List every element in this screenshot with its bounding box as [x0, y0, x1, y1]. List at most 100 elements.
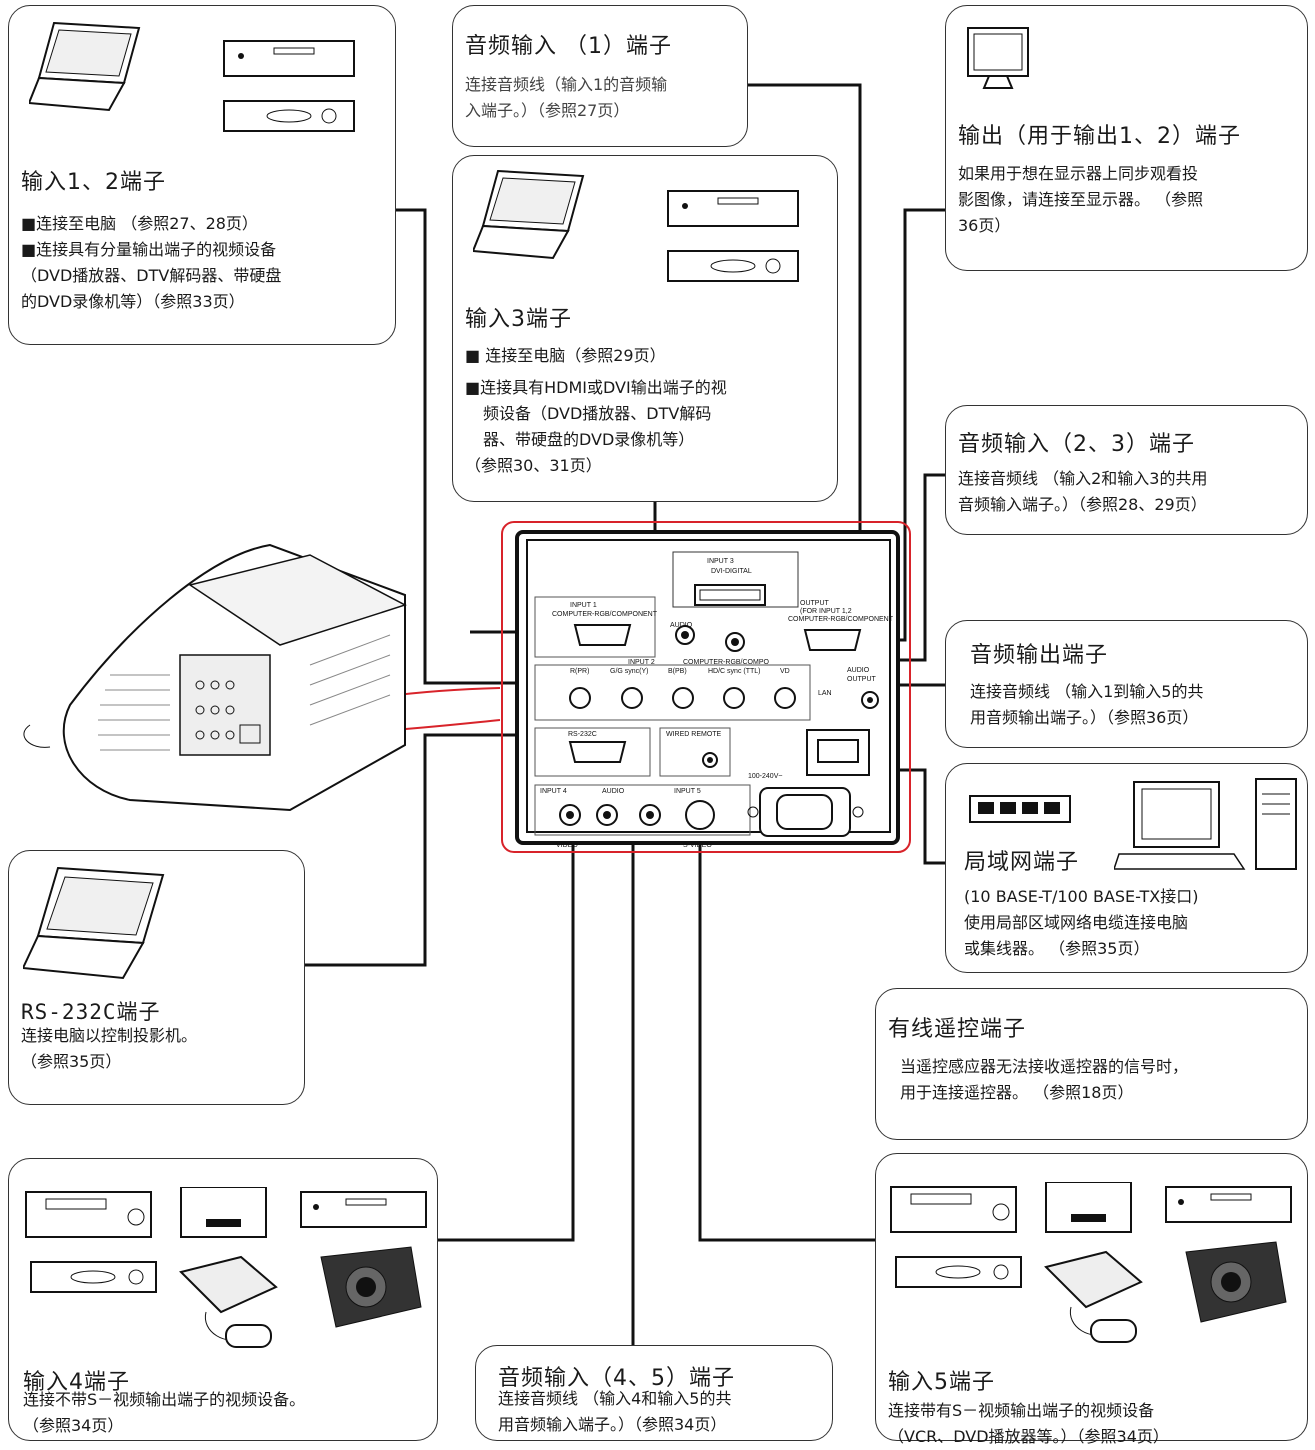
- box-wired-remote-line-1: 用于连接遥控器。 （参照18页）: [900, 1083, 1134, 1102]
- box-audio-in1-body: 连接音频线（输入1的音频输 入端子。）（参照27页）: [465, 72, 745, 124]
- box-audio-out-body: 连接音频线 （输入1到输入5的共 用音频输出端子。）（参照36页）: [970, 679, 1305, 731]
- laptop-icon: [23, 866, 165, 980]
- desktop-computer-icon: [1114, 778, 1297, 870]
- wire-input5: [698, 830, 875, 1242]
- box-audio-in23: 音频输入（2、3）端子 连接音频线 （输入2和输入3的共用 音频输入端子。）（参…: [945, 405, 1308, 535]
- box-input3-line-4: （参照30、31页）: [465, 456, 602, 475]
- box-input12-line-0: ■连接至电脑 （参照27、28页）: [21, 214, 258, 233]
- laptop-icon: [473, 169, 585, 260]
- box-audio-out-title: 音频输出端子: [970, 643, 1109, 668]
- panel-r-label: R(PR): [570, 668, 590, 675]
- box-wired-remote-title: 有线遥控端子: [888, 1017, 1027, 1042]
- panel-highlight-frame: [501, 521, 911, 853]
- panel-hd-label: HD/C sync (TTL): [708, 668, 761, 675]
- panel-svideo-label: S-VIDEO: [683, 842, 712, 849]
- box-lan-title: 局域网端子: [964, 850, 1080, 875]
- box-rs232c-title: RS-232C端子: [21, 1000, 161, 1024]
- box-input12: 输入1、2端子 ■连接至电脑 （参照27、28页） ■连接具有分量输出端子的视频…: [8, 5, 396, 345]
- box-output-line-1: 影图像，请连接至显示器。 （参照: [958, 190, 1204, 209]
- box-audio-in45: 音频输入（4、5）端子 连接音频线 （输入4和输入5的共 用音频输入端子。）（参…: [475, 1345, 833, 1441]
- box-output-line-0: 如果用于想在显示器上同步观看投: [958, 164, 1199, 183]
- panel-comprgb-label: COMPUTER-RGB/COMPONENT: [552, 611, 657, 618]
- panel-audio-label: AUDIO: [670, 622, 693, 629]
- box-input4: 输入4端子 连接不带S－视频输出端子的视频设备。 （参照34页）: [8, 1158, 438, 1441]
- panel-g-label: G/G sync(Y): [610, 668, 649, 675]
- box-audio-in23-line-0: 连接音频线 （输入2和输入3的共用: [958, 469, 1208, 488]
- dvd-player-icon: [223, 40, 355, 132]
- panel-vd-label: VD: [780, 668, 790, 675]
- box-audio-in45-line-1: 用音频输入端子。）（参照34页）: [498, 1415, 727, 1434]
- box-input3-body: ■ 连接至电脑（参照29页） ■连接具有HDMI或DVI输出端子的视 频设备（D…: [465, 343, 833, 479]
- panel-b-label: B(PB): [668, 668, 687, 675]
- box-input5-title: 输入5端子: [888, 1370, 995, 1395]
- video-devices-illustration: [25, 1187, 427, 1348]
- box-audio-in45-title: 音频输入（4、5）端子: [498, 1366, 735, 1391]
- laptop-icon: [29, 21, 141, 112]
- box-audio-in23-line-1: 音频输入端子。）（参照28、29页）: [958, 495, 1207, 514]
- panel-input3-label: INPUT 3: [707, 558, 734, 565]
- panel-dvi-label: DVI-DIGITAL: [711, 568, 752, 575]
- box-lan-line-1: 使用局部区域网络电缆连接电脑: [964, 913, 1189, 932]
- box-input12-line-1: ■连接具有分量输出端子的视频设备: [21, 240, 277, 259]
- box-rs232c-line-1: （参照35页）: [21, 1052, 122, 1071]
- projector-illustration: [23, 543, 407, 812]
- box-output-body: 如果用于想在显示器上同步观看投 影图像，请连接至显示器。 （参照 36页）: [958, 161, 1303, 239]
- box-audio-in23-body: 连接音频线 （输入2和输入3的共用 音频输入端子。）（参照28、29页）: [958, 466, 1303, 518]
- box-wired-remote-line-0: 当遥控感应器无法接收遥控器的信号时，: [900, 1057, 1189, 1076]
- wire-input4: [438, 830, 575, 1242]
- box-lan-line-0: (10 BASE-T/100 BASE-TX接口): [964, 887, 1199, 906]
- wire-rs232c: [305, 733, 560, 967]
- box-lan-body: (10 BASE-T/100 BASE-TX接口) 使用局部区域网络电缆连接电脑…: [964, 884, 1304, 962]
- box-input4-line-0: 连接不带S－视频输出端子的视频设备。: [23, 1390, 306, 1409]
- panel-audioout-label: AUDIO: [847, 667, 870, 674]
- box-audio-in1: 音频输入 （1）端子 连接音频线（输入1的音频输 入端子。）（参照27页）: [452, 5, 748, 147]
- box-rs232c-body: 连接电脑以控制投影机。 （参照35页）: [21, 1023, 301, 1075]
- box-rs232c: RS-232C端子 连接电脑以控制投影机。 （参照35页）: [8, 850, 305, 1105]
- hub-icon: [969, 795, 1071, 823]
- box-audio-in1-title: 音频输入 （1）端子: [465, 34, 672, 59]
- box-input3-line-1: ■连接具有HDMI或DVI输出端子的视: [465, 378, 727, 397]
- video-devices-illustration: [890, 1182, 1292, 1343]
- panel-comprgb2-label: COMPUTER-RGB/COMPONENT: [788, 616, 893, 623]
- box-output: 输出（用于输出1、2）端子 如果用于想在显示器上同步观看投 影图像，请连接至显示…: [945, 5, 1308, 271]
- box-input3: 输入3端子 ■ 连接至电脑（参照29页） ■连接具有HDMI或DVI输出端子的视…: [452, 155, 838, 502]
- box-input5-body: 连接带有S－视频输出端子的视频设备 （VCR、DVD播放器等。）（参照34页）: [888, 1398, 1303, 1450]
- box-lan-line-2: 或集线器。 （参照35页）: [964, 939, 1150, 958]
- box-audio-out-line-1: 用音频输出端子。）（参照36页）: [970, 708, 1199, 727]
- box-audio-out: 音频输出端子 连接音频线 （输入1到输入5的共 用音频输出端子。）（参照36页）: [945, 620, 1308, 748]
- panel-voltage-label: 100-240V~: [748, 773, 783, 780]
- box-input12-line-2: （DVD播放器、DTV解码器、带硬盘: [21, 266, 282, 285]
- box-rs232c-line-0: 连接电脑以控制投影机。: [21, 1026, 198, 1045]
- box-audio-in23-title: 音频输入（2、3）端子: [958, 432, 1195, 457]
- box-input12-body: ■连接至电脑 （参照27、28页） ■连接具有分量输出端子的视频设备 （DVD播…: [21, 211, 393, 315]
- box-input3-line-0: ■ 连接至电脑（参照29页）: [465, 346, 666, 365]
- panel-output-label: OUTPUT: [800, 600, 829, 607]
- box-audio-in1-line-1: 入端子。）（参照27页）: [465, 101, 630, 120]
- box-input4-body: 连接不带S－视频输出端子的视频设备。 （参照34页）: [23, 1387, 433, 1439]
- box-audio-out-line-0: 连接音频线 （输入1到输入5的共: [970, 682, 1204, 701]
- panel-audio45-label: AUDIO: [602, 788, 625, 795]
- panel-comprgb3-label: COMPUTER-RGB/COMPO: [683, 659, 769, 666]
- box-input4-line-1: （参照34页）: [23, 1416, 124, 1435]
- box-input3-line-3: 器、带硬盘的DVD录像机等）: [483, 430, 695, 449]
- box-output-line-2: 36页）: [958, 216, 1011, 235]
- panel-video-label: VIDEO: [556, 842, 578, 849]
- panel-input2-label: INPUT 2: [628, 659, 655, 666]
- box-input5-line-0: 连接带有S－视频输出端子的视频设备: [888, 1401, 1155, 1420]
- box-lan: 局域网端子 (10 BASE-T/100 BASE-TX接口) 使用局部区域网络…: [945, 763, 1308, 973]
- panel-input1-label: INPUT 1: [570, 602, 597, 609]
- box-wired-remote-body: 当遥控感应器无法接收遥控器的信号时， 用于连接遥控器。 （参照18页）: [900, 1054, 1305, 1106]
- box-input5-line-1: （VCR、DVD播放器等。）（参照34页）: [888, 1427, 1169, 1446]
- dvd-player-icon: [667, 190, 799, 282]
- box-output-title: 输出（用于输出1、2）端子: [958, 124, 1241, 149]
- panel-input4-label: INPUT 4: [540, 788, 567, 795]
- panel-wiredremote-label: WIRED REMOTE: [666, 731, 722, 738]
- panel-rs232c-label: RS-232C: [568, 731, 597, 738]
- box-input4-title: 输入4端子: [23, 1370, 130, 1395]
- panel-forinput-label: (FOR INPUT 1,2: [800, 608, 852, 615]
- rear-panel: [515, 530, 900, 845]
- box-input3-line-2: 频设备（DVD播放器、DTV解码: [483, 404, 712, 423]
- panel-audioout2-label: OUTPUT: [847, 676, 876, 683]
- wire-input12: [395, 208, 560, 685]
- box-audio-in45-body: 连接音频线 （输入4和输入5的共 用音频输入端子。）（参照34页）: [498, 1386, 828, 1438]
